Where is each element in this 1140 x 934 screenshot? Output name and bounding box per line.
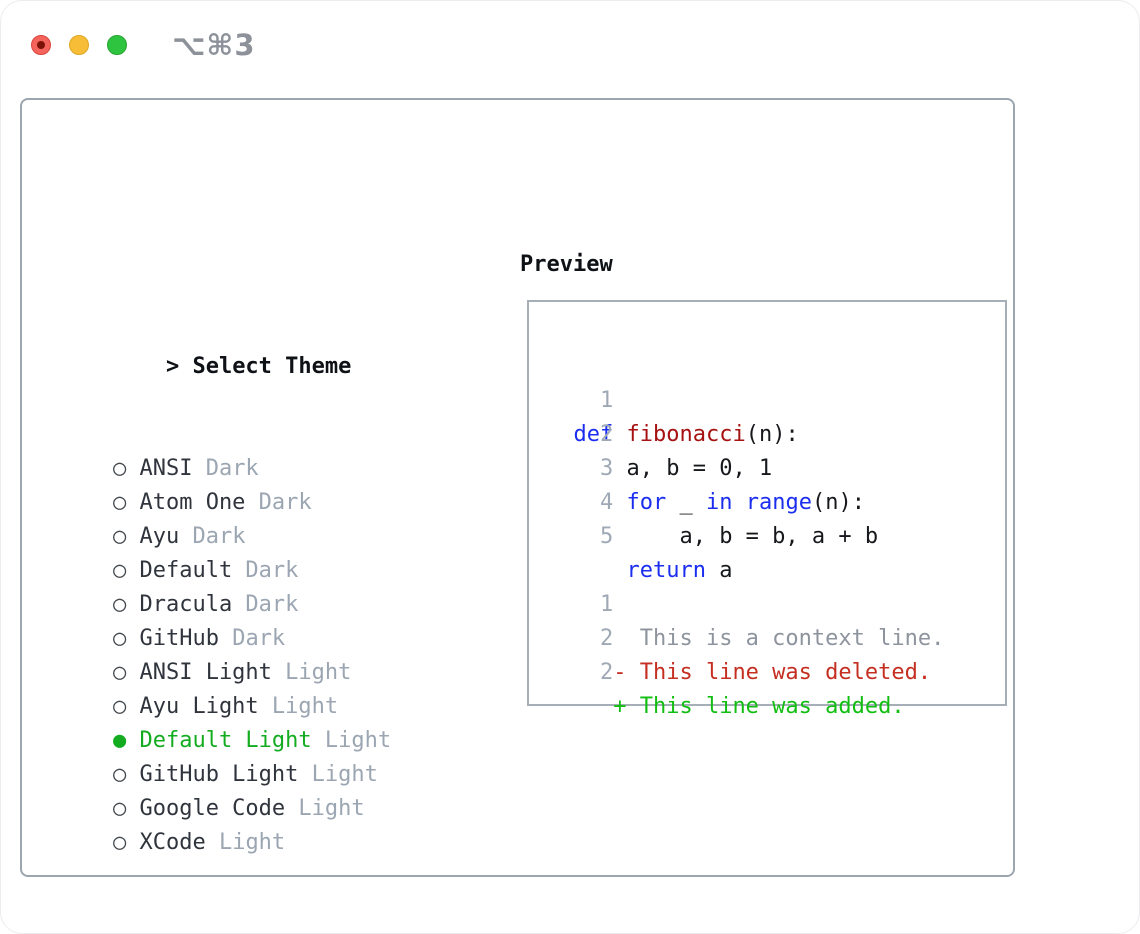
line-number: 2 bbox=[599, 626, 614, 651]
theme-item-variant: Light bbox=[258, 694, 339, 719]
code-line: 1 def fibonacci(n): bbox=[547, 350, 1005, 447]
theme-item-github-light[interactable]: ○ GitHub Light Light bbox=[60, 724, 520, 787]
radio-icon: ● bbox=[112, 728, 127, 753]
theme-item-name: XCode bbox=[139, 830, 206, 855]
theme-item-variant: Dark bbox=[232, 592, 299, 617]
titlebar: ⌥⌘3 bbox=[31, 28, 256, 62]
theme-item-variant: Dark bbox=[192, 456, 259, 481]
code-preview: 1 def fibonacci(n): 2 a, b = 0, 1 3 for … bbox=[547, 350, 1005, 719]
code-segment-plain: a, b = b, a + b bbox=[573, 524, 879, 549]
theme-item-name: Google Code bbox=[139, 796, 286, 821]
theme-item-name: Default Light bbox=[139, 728, 312, 753]
theme-list-panel: > Select Theme ○ ANSI Dark ○ Atom One Dark … bbox=[60, 248, 520, 933]
code-segment-kw: return bbox=[626, 558, 706, 583]
line-number: 2 bbox=[599, 660, 614, 685]
code-segment-plain: a bbox=[705, 558, 733, 583]
theme-item-name: Atom One bbox=[139, 490, 246, 515]
code-segment-kw: def bbox=[573, 422, 614, 447]
code-line: 5 return a bbox=[547, 486, 1005, 583]
code-segment-kw: for bbox=[626, 490, 667, 515]
code-segment-plain: a, b = 0, 1 bbox=[573, 456, 773, 481]
theme-item-variant: Dark bbox=[232, 558, 299, 583]
close-button-dot bbox=[37, 41, 45, 49]
line-number: 1 bbox=[599, 388, 614, 413]
theme-item-variant: Light bbox=[298, 762, 378, 787]
radio-icon: ○ bbox=[112, 830, 127, 855]
theme-item-ansi[interactable]: ○ ANSI Dark bbox=[60, 418, 520, 481]
window-shortcut-label: ⌥⌘3 bbox=[172, 28, 256, 62]
theme-item-variant: Dark bbox=[245, 490, 312, 515]
code-line: 4 a, b = b, a + b bbox=[547, 452, 1005, 549]
theme-list: ○ ANSI Dark ○ Atom One Dark ○ Ayu Dark ○ Def… bbox=[60, 418, 520, 855]
code-segment-add: + This line was added. bbox=[573, 694, 905, 719]
theme-item-name: GitHub bbox=[139, 626, 219, 651]
select-theme-title: Select Theme bbox=[192, 354, 352, 379]
theme-item-variant: Dark bbox=[179, 524, 246, 549]
code-segment-kw: in bbox=[705, 490, 733, 515]
theme-item-name: ANSI Light bbox=[139, 660, 272, 685]
theme-selector-frame: > Select Theme ○ ANSI Dark ○ Atom One Dark … bbox=[20, 98, 1015, 877]
theme-item-variant: Light bbox=[311, 728, 392, 753]
theme-item-xcode[interactable]: ○ XCode Light bbox=[60, 792, 520, 855]
theme-item-google-code[interactable]: ○ Google Code Light bbox=[60, 758, 520, 821]
code-line: 2 a, b = 0, 1 bbox=[547, 384, 1005, 481]
theme-item-dracula[interactable]: ○ Dracula Dark bbox=[60, 554, 520, 617]
code-segment-plain: _ bbox=[666, 490, 706, 515]
line-number: 3 bbox=[599, 456, 614, 481]
line-number: 2 bbox=[599, 422, 614, 447]
radio-icon: ○ bbox=[112, 694, 127, 719]
theme-item-variant: Light bbox=[285, 796, 365, 821]
theme-item-ayu[interactable]: ○ Ayu Dark bbox=[60, 486, 520, 549]
spacer bbox=[60, 894, 520, 928]
theme-item-ansi-light[interactable]: ○ ANSI Light Light bbox=[60, 622, 520, 685]
theme-item-default[interactable]: ○ Default Dark bbox=[60, 520, 520, 583]
theme-item-ayu-light[interactable]: ○ Ayu Light Light bbox=[60, 656, 520, 719]
radio-icon: ○ bbox=[112, 762, 127, 787]
preview-pane: 1 def fibonacci(n): 2 a, b = 0, 1 3 for … bbox=[527, 300, 1007, 719]
maximize-button[interactable] bbox=[107, 35, 127, 55]
theme-item-variant: Light bbox=[271, 660, 352, 685]
radio-icon: ○ bbox=[112, 660, 127, 685]
radio-icon: ○ bbox=[112, 456, 127, 481]
radio-icon: ○ bbox=[112, 796, 127, 821]
theme-item-name: Ayu Light bbox=[139, 694, 259, 719]
code-line: 3 for _ in range(n): bbox=[547, 418, 1005, 515]
code-segment-plain: (n): bbox=[811, 490, 865, 515]
code-segment-kw: range bbox=[745, 490, 812, 515]
close-button[interactable] bbox=[31, 35, 51, 55]
code-segment-ctx: This is a context line. bbox=[573, 626, 945, 651]
minimize-button[interactable] bbox=[69, 35, 89, 55]
radio-icon: ○ bbox=[112, 558, 127, 583]
code-line: 2 + This line was added. bbox=[547, 622, 1005, 719]
code-segment-del: - This line was deleted. bbox=[573, 660, 932, 685]
line-number: 5 bbox=[599, 524, 614, 549]
radio-icon: ○ bbox=[112, 592, 127, 617]
line-number: 4 bbox=[599, 490, 614, 515]
line-number: 1 bbox=[599, 592, 614, 617]
radio-icon: ○ bbox=[112, 524, 127, 549]
code-segment-plain bbox=[732, 490, 745, 515]
theme-item-atom-one[interactable]: ○ Atom One Dark bbox=[60, 452, 520, 515]
theme-item-name: Default bbox=[139, 558, 233, 583]
code-line: 1 This is a context line. bbox=[547, 554, 1005, 651]
theme-item-name: Dracula bbox=[139, 592, 233, 617]
code-line: 2 - This line was deleted. bbox=[547, 588, 1005, 685]
theme-item-name: ANSI bbox=[139, 456, 193, 481]
select-theme-header: > Select Theme bbox=[60, 316, 520, 379]
code-segment-plain: (n): bbox=[745, 422, 799, 447]
preview-title: Preview bbox=[520, 252, 613, 277]
theme-item-name: Ayu bbox=[139, 524, 180, 549]
theme-item-github[interactable]: ○ GitHub Dark bbox=[60, 588, 520, 651]
theme-item-variant: Dark bbox=[218, 626, 286, 651]
theme-item-variant: Light bbox=[205, 830, 286, 855]
radio-icon: ○ bbox=[112, 626, 127, 651]
theme-item-name: GitHub Light bbox=[139, 762, 299, 787]
radio-icon: ○ bbox=[112, 490, 127, 515]
code-segment-fn: fibonacci bbox=[626, 422, 746, 447]
theme-item-default-light[interactable]: ● Default Light Light bbox=[60, 690, 520, 753]
focus-cursor-icon: > bbox=[165, 354, 180, 379]
